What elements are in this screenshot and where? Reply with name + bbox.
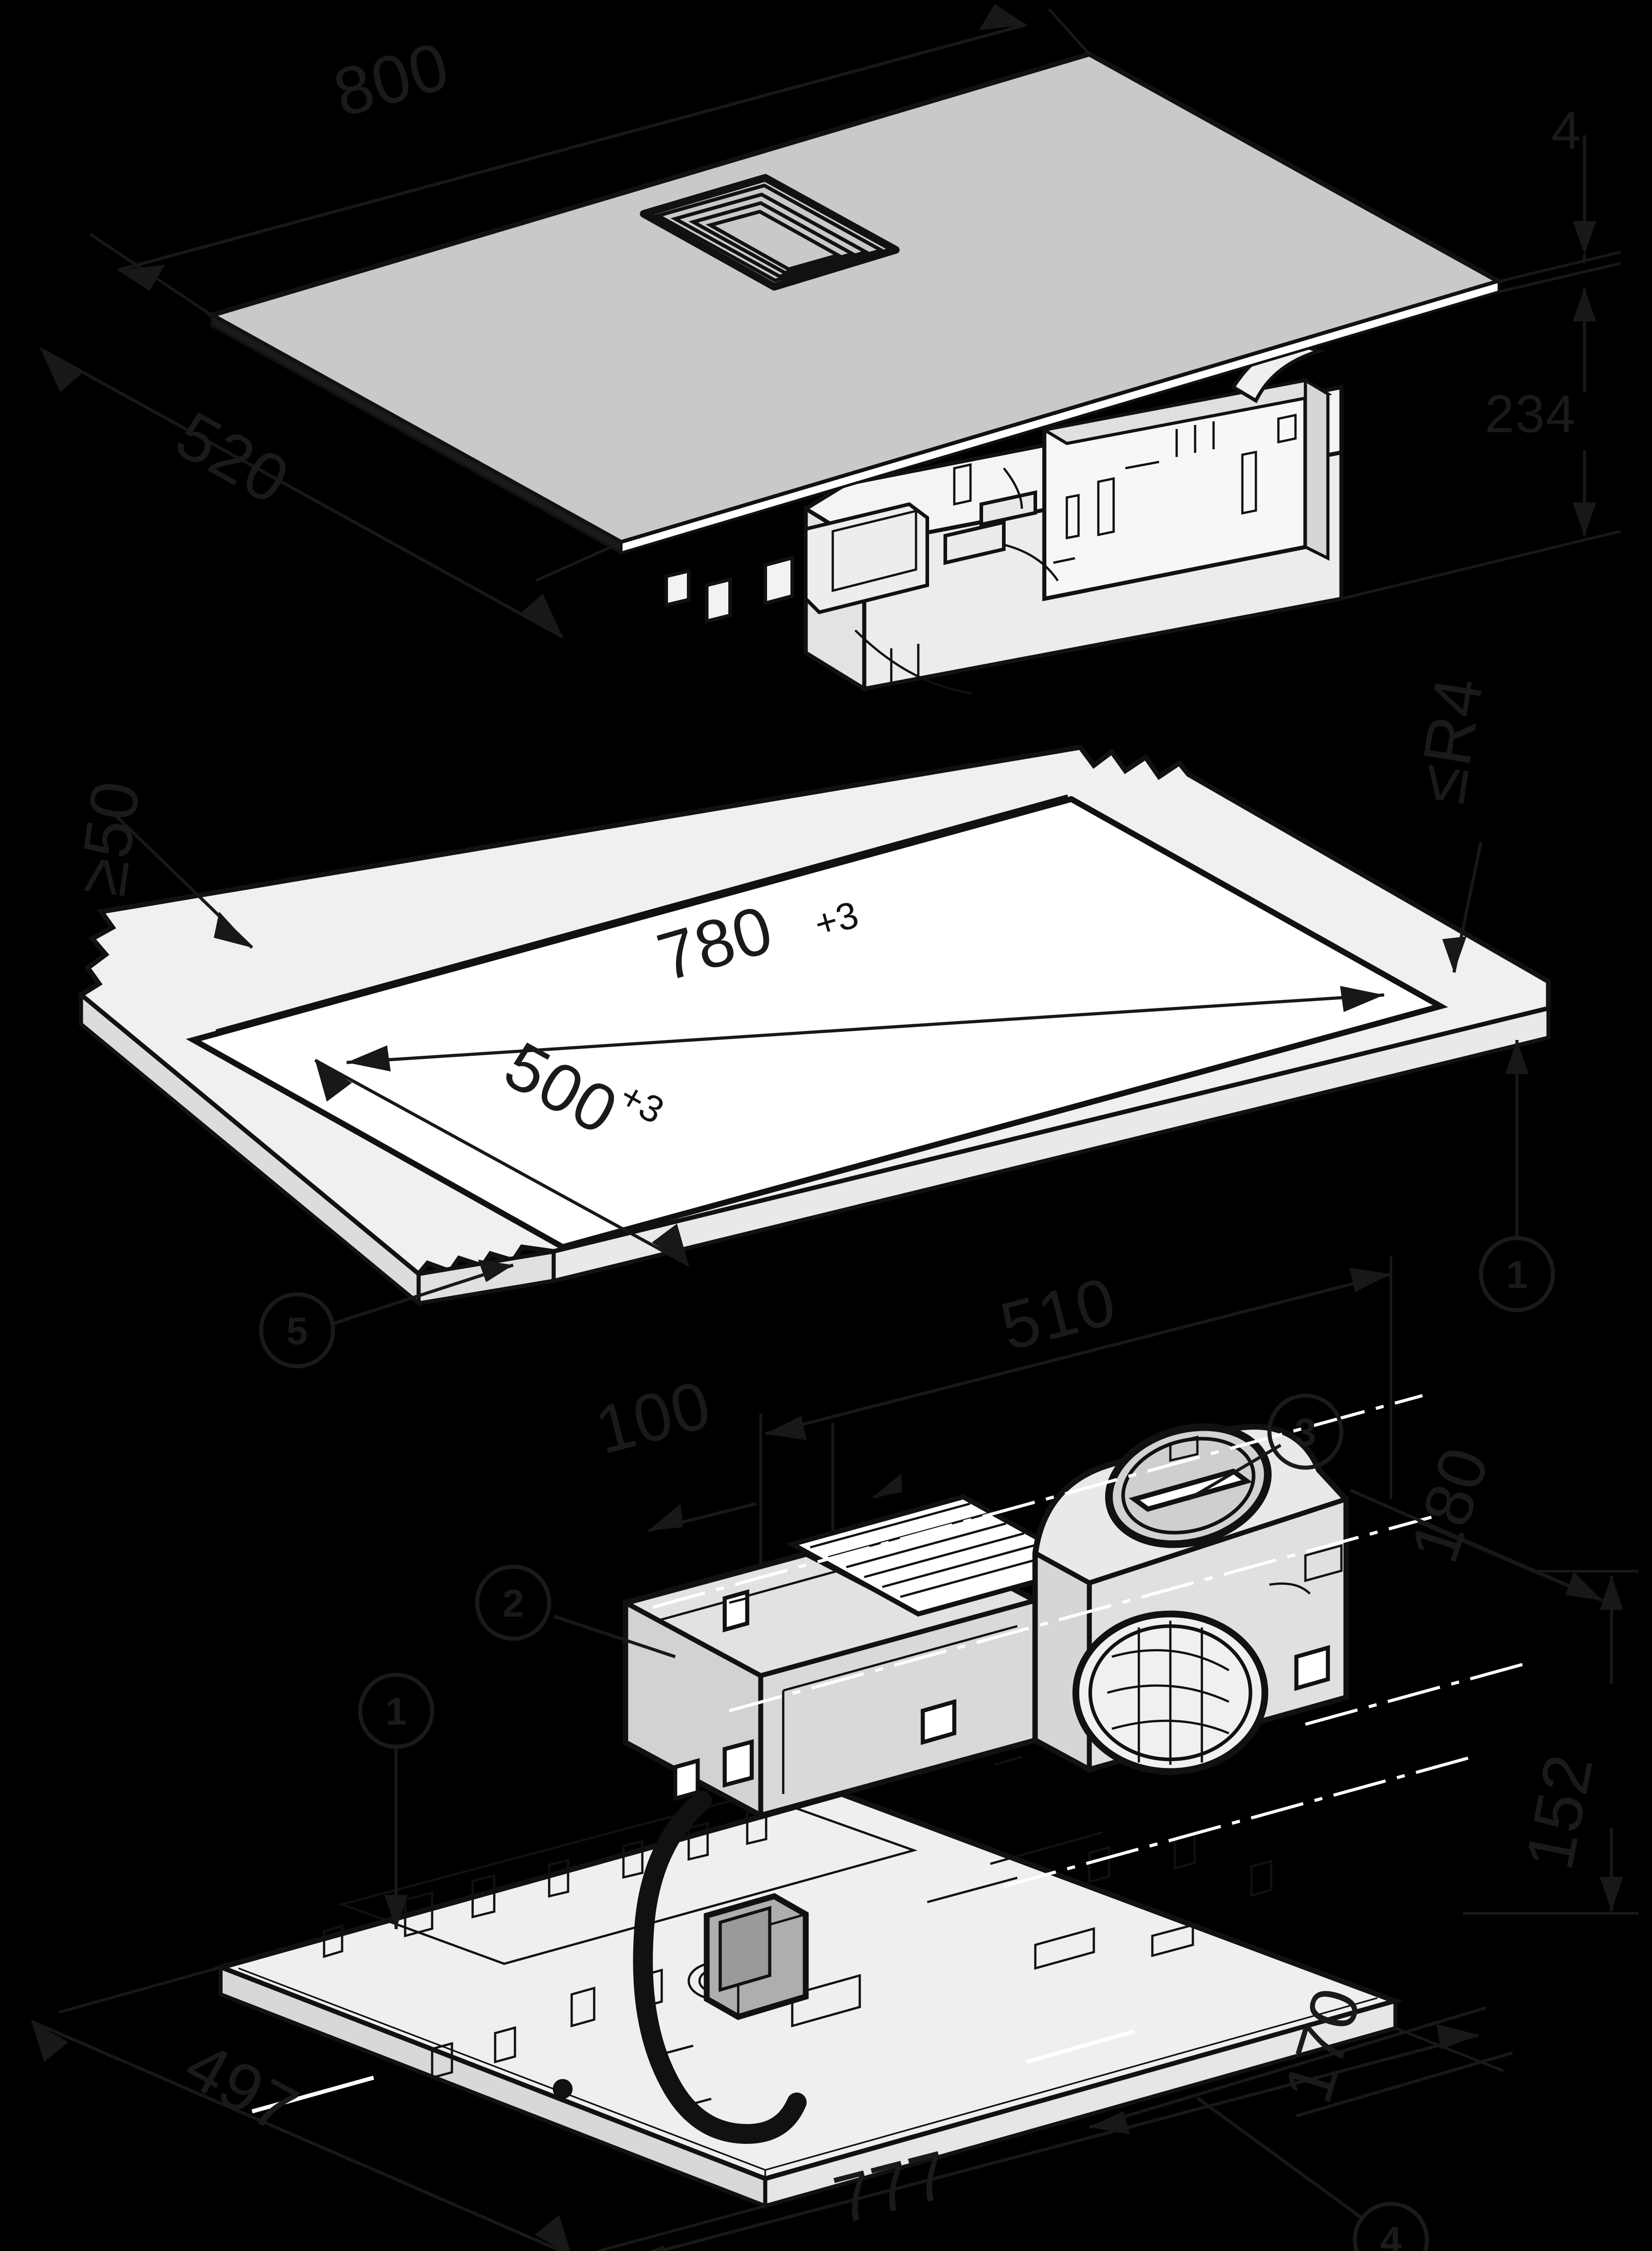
connection-box (704, 1893, 809, 2020)
view-motor-unit: 510 100 (31, 1256, 1638, 2251)
dimension-497-label: 497 (173, 2026, 311, 2148)
dimension-min-50: ≥50 (63, 776, 253, 949)
extraction-slot (640, 174, 900, 291)
dimension-min-50-label: ≥50 (63, 776, 154, 900)
dimension-4: 4 (1499, 101, 1621, 293)
dimension-800-label: 800 (326, 27, 457, 131)
callout-5-worktop-edge[interactable]: 5 (259, 1260, 514, 1369)
callout-3-air-outlet[interactable]: 3 (1187, 1393, 1344, 1501)
dimension-100-label: 100 (588, 1366, 718, 1468)
dimension-152-label: 152 (1511, 1748, 1607, 1876)
callout-1-worktop-label: 1 (1506, 1253, 1528, 1297)
callout-1-worktop[interactable]: 1 (1479, 1040, 1555, 1312)
louvre-vent (785, 1494, 1096, 1617)
dimension-510: 510 (759, 1256, 1392, 1612)
callout-4-connection-cable[interactable]: 4 (1196, 2097, 1429, 2251)
view-hob-assembly: 800 520 4 234 (40, 4, 1621, 695)
callout-1-base-plate-label: 1 (385, 1690, 407, 1733)
dimension-180: 180 (1350, 1438, 1603, 1602)
callout-2-motor-housing-label: 2 (502, 1582, 524, 1625)
dimension-520-label: 520 (164, 397, 302, 519)
hob-glass-plate (205, 51, 1506, 556)
callout-2-motor-housing[interactable]: 2 (475, 1564, 676, 1659)
view-worktop-cutout: 780 +3 500 +3 ≥50 ≤R4 1 (63, 672, 1555, 1369)
appliance-body (664, 340, 1344, 695)
callout-3-air-outlet-label: 3 (1295, 1411, 1316, 1454)
dimension-234: 234 (1341, 262, 1621, 600)
callout-4-connection-cable-label: 4 (1380, 2219, 1402, 2251)
dimension-234-label: 234 (1485, 384, 1576, 444)
dimension-510-label: 510 (993, 1262, 1124, 1365)
air-outlet (1105, 1423, 1272, 1548)
callout-1-base-plate[interactable]: 1 (358, 1672, 434, 1929)
dimension-152: 152 (1463, 1570, 1638, 1915)
dimension-4-label: 4 (1551, 101, 1582, 160)
motor-housing (623, 1423, 1349, 1820)
fan-wheel (1072, 1610, 1268, 1775)
power-cable (633, 1791, 807, 2144)
dimension-radius-r4-label: ≤R4 (1403, 672, 1497, 808)
callout-5-worktop-edge-label: 5 (286, 1310, 308, 1353)
